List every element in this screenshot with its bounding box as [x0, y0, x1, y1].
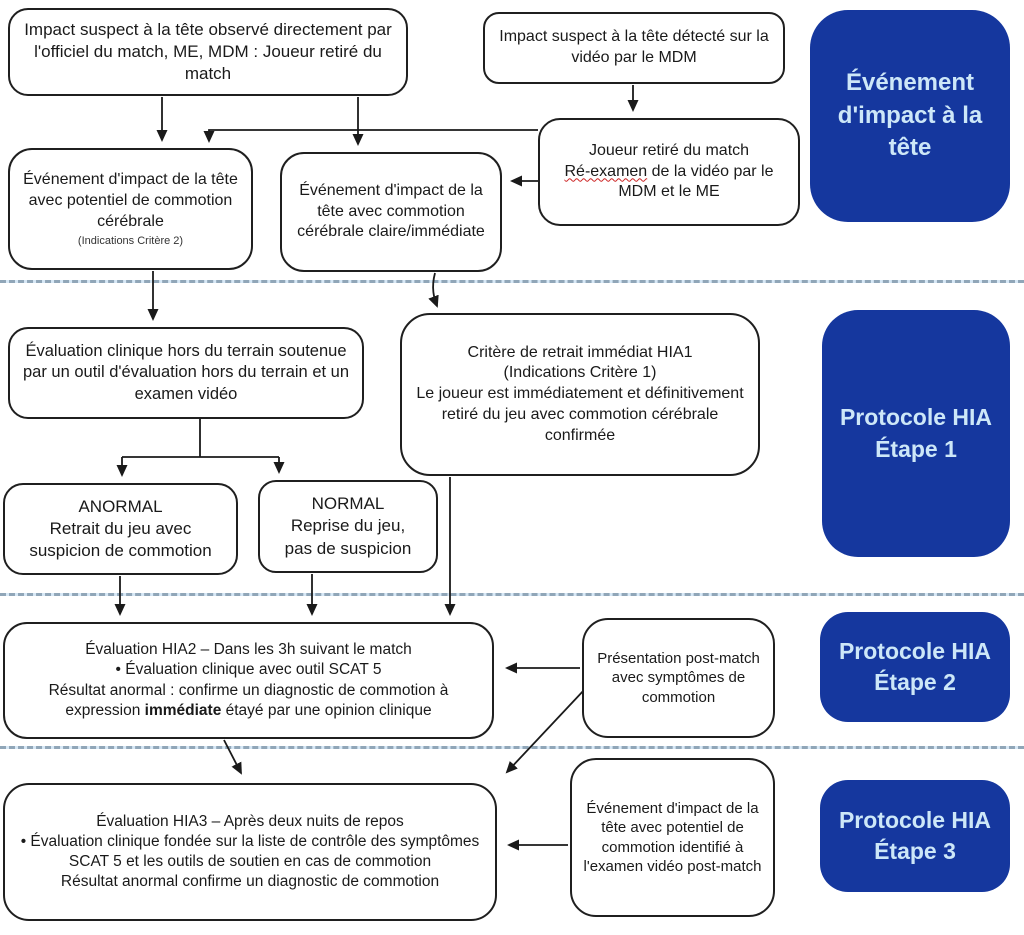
- normal-line3: pas de suspicion: [284, 538, 412, 558]
- main-text: Événement d'impact de la tête avec poten…: [23, 171, 238, 230]
- stage-label-hia-step1: Protocole HIA Étape 1: [822, 310, 1010, 557]
- spellcheck-word: Ré-examen: [564, 162, 648, 180]
- hia3-bullet: • Évaluation clinique fondée sur la list…: [20, 832, 480, 870]
- node-event-postmatch-video: Événement d'impact de la tête avec poten…: [570, 758, 775, 917]
- stage-label-text: Événement d'impact à la tête: [837, 69, 983, 162]
- node-player-removed-review: Joueur retiré du match Ré-examen de la v…: [538, 118, 800, 226]
- node-impact-observed: Impact suspect à la tête observé directe…: [8, 8, 408, 96]
- stage-label-text: Protocole HIA Étape 3: [838, 806, 992, 864]
- stage-separator-1: [0, 279, 1024, 284]
- node-event-potential-concussion: Événement d'impact de la tête avec poten…: [8, 148, 253, 270]
- stage-label-text: Protocole HIA Étape 2: [838, 637, 992, 695]
- stage-separator-3: [0, 745, 1024, 750]
- node-text: Évaluation HIA3 – Après deux nuits de re…: [5, 810, 495, 895]
- stage-label-hia-step3: Protocole HIA Étape 3: [820, 780, 1010, 892]
- node-text: Joueur retiré du match Ré-examen de la v…: [540, 139, 798, 205]
- normal-title: NORMAL: [311, 494, 385, 514]
- hia2-result-pre: Résultat anormal : confirme un diagnosti…: [48, 681, 449, 719]
- criteria-note: (Indications Critère 2): [77, 234, 184, 247]
- node-text: Événement d'impact de la tête avec poten…: [10, 168, 251, 250]
- stage-label-text: Protocole HIA Étape 1: [839, 404, 993, 462]
- abnormal-line3: suspicion de commotion: [29, 541, 212, 561]
- node-event-clear-concussion: Événement d'impact de la tête avec commo…: [280, 152, 502, 272]
- node-text: Critère de retrait immédiat HIA1 (Indica…: [402, 341, 758, 449]
- stage-label-head-impact-event: Événement d'impact à la tête: [810, 10, 1010, 222]
- hia2-result: Résultat anormal : confirme un diagnosti…: [13, 681, 484, 721]
- node-result-abnormal: ANORMAL Retrait du jeu avec suspicion de…: [3, 483, 238, 575]
- line-player-removed: Joueur retiré du match: [588, 141, 750, 159]
- line-rest: de la vidéo par le MDM et le ME: [618, 162, 774, 201]
- hia2-title: Évaluation HIA2 – Dans les 3h suivant le…: [85, 641, 412, 659]
- hia1-subtitle: (Indications Critère 1): [503, 364, 657, 382]
- abnormal-line2: Retrait du jeu avec: [49, 518, 192, 538]
- node-text: Impact suspect à la tête détecté sur la …: [499, 28, 769, 66]
- node-text: Évaluation HIA2 – Dans les 3h suivant le…: [5, 638, 492, 723]
- abnormal-title: ANORMAL: [78, 496, 163, 516]
- node-text: Présentation post-match avec symptômes d…: [597, 649, 760, 706]
- hia2-result-bold: immédiate: [144, 701, 222, 719]
- node-text: Événement d'impact de la tête avec commo…: [297, 181, 485, 241]
- node-offfield-clinical-eval: Évaluation clinique hors du terrain sout…: [8, 327, 364, 419]
- hia2-result-post: étayé par une opinion clinique: [221, 701, 432, 719]
- hia3-result: Résultat anormal confirme un diagnostic …: [60, 873, 440, 891]
- stage-label-hia-step2: Protocole HIA Étape 2: [820, 612, 1010, 722]
- node-hia1-immediate-removal: Critère de retrait immédiat HIA1 (Indica…: [400, 313, 760, 476]
- stage-separator-2: [0, 592, 1024, 597]
- hia3-title: Évaluation HIA3 – Après deux nuits de re…: [96, 812, 404, 830]
- node-text: Évaluation clinique hors du terrain sout…: [22, 341, 350, 403]
- normal-line2: Reprise du jeu,: [290, 516, 406, 536]
- node-text: NORMAL Reprise du jeu, pas de suspicion: [260, 491, 436, 561]
- line-video-reexam: Ré-examen de la vidéo par le MDM et le M…: [548, 162, 790, 204]
- node-result-normal: NORMAL Reprise du jeu, pas de suspicion: [258, 480, 438, 573]
- node-hia2-evaluation: Évaluation HIA2 – Dans les 3h suivant le…: [3, 622, 494, 739]
- node-hia3-evaluation: Évaluation HIA3 – Après deux nuits de re…: [3, 783, 497, 921]
- hia1-title: Critère de retrait immédiat HIA1: [467, 343, 693, 361]
- node-text: Événement d'impact de la tête avec poten…: [583, 799, 762, 876]
- node-text: Impact suspect à la tête observé directe…: [24, 19, 392, 84]
- hia1-body: Le joueur est immédiatement et définitiv…: [416, 385, 744, 444]
- hia2-bullet: • Évaluation clinique avec outil SCAT 5: [115, 661, 382, 679]
- node-text: ANORMAL Retrait du jeu avec suspicion de…: [5, 494, 236, 564]
- node-postmatch-symptoms: Présentation post-match avec symptômes d…: [582, 618, 775, 738]
- node-impact-video-detected: Impact suspect à la tête détecté sur la …: [483, 12, 785, 84]
